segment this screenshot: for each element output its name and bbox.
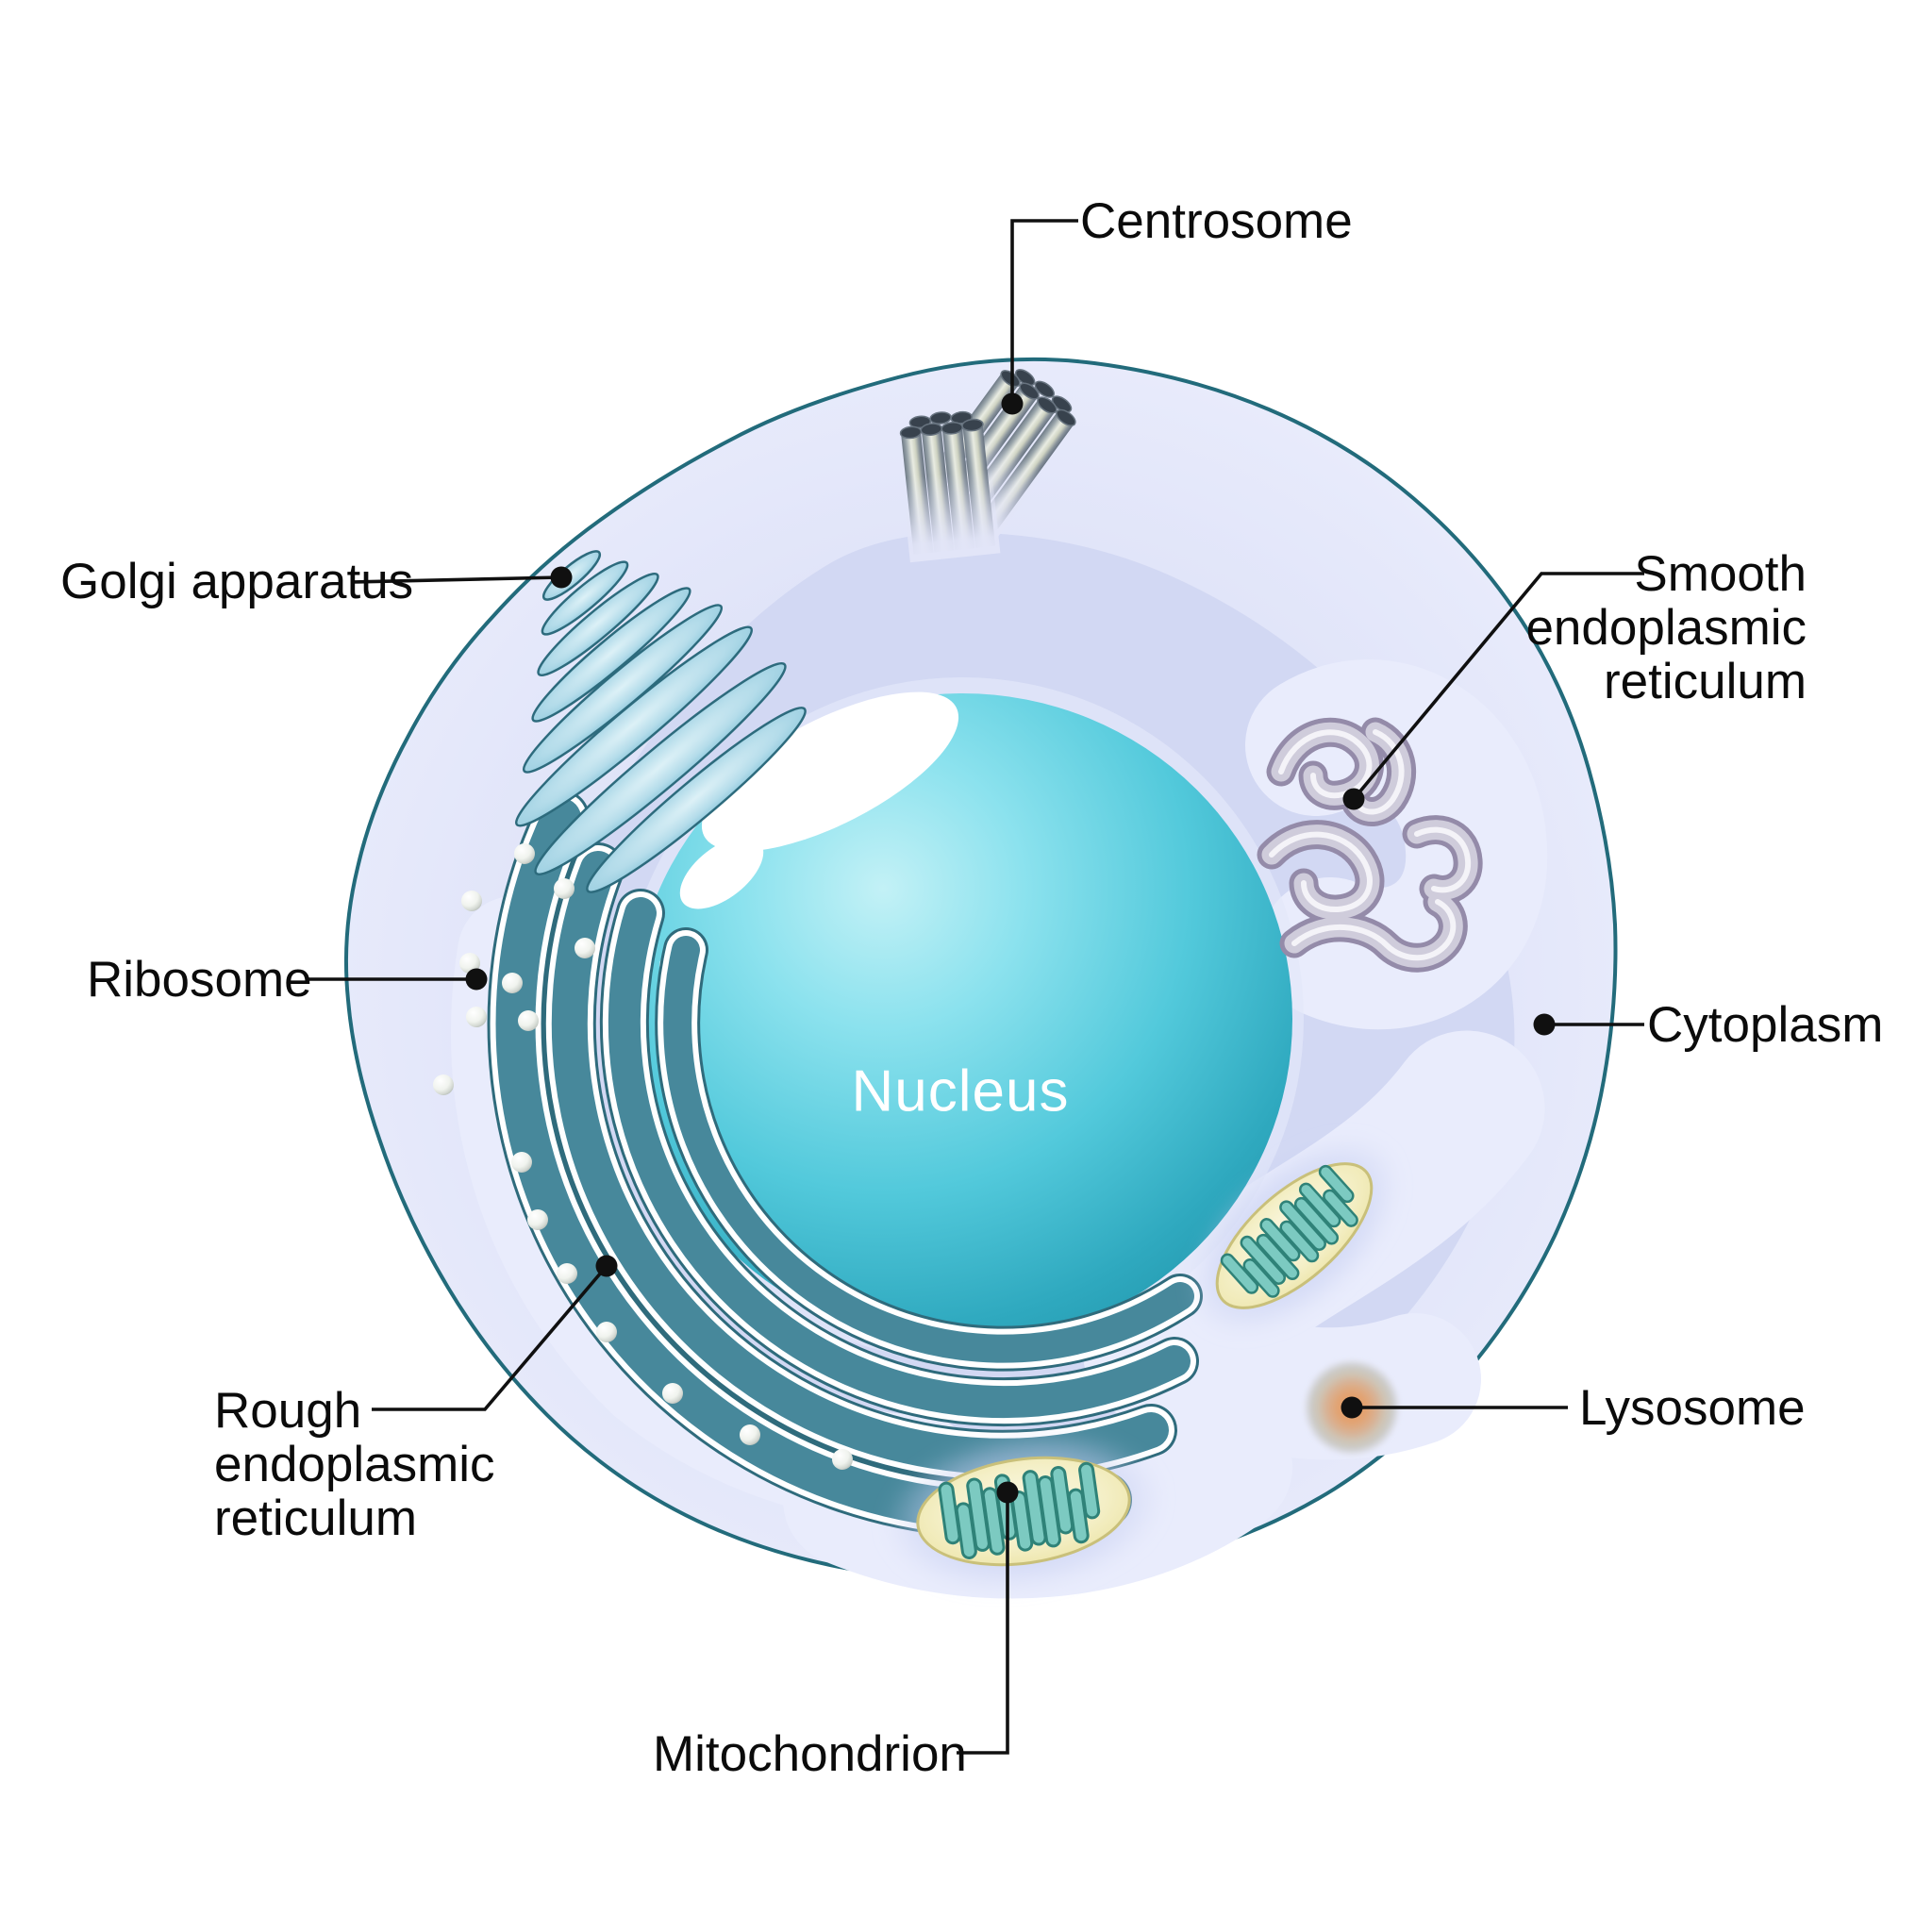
leader-dot <box>1001 392 1024 415</box>
leader-rough-er <box>372 1264 608 1411</box>
leader-dot <box>996 1481 1019 1504</box>
leader-smooth-er <box>1352 572 1644 801</box>
label-lysosome: Lysosome <box>1579 1380 1806 1436</box>
centriole <box>899 410 1001 563</box>
leader-dot <box>1342 788 1365 810</box>
label-smooth-er-line1: Smooth <box>1634 546 1807 602</box>
ribosome <box>557 1263 577 1284</box>
label-smooth-er: Smooth endoplasmic reticulum <box>1525 547 1807 708</box>
leader-dot <box>595 1255 618 1277</box>
leader-lines <box>307 219 1644 1755</box>
nucleus-highlight <box>701 691 959 852</box>
label-mitochondrion: Mitochondrion <box>653 1726 967 1782</box>
label-rough-er-line1: Rough <box>214 1383 362 1439</box>
ribosome <box>466 1007 487 1027</box>
ribosome <box>575 938 595 958</box>
leader-dot <box>1533 1013 1556 1036</box>
nucleus-highlight <box>679 836 764 909</box>
label-golgi-apparatus: Golgi apparatus <box>60 554 414 609</box>
leader-mitochondrion <box>957 1492 1009 1755</box>
label-ribosome: Ribosome <box>87 952 312 1008</box>
ribosome <box>518 1010 539 1031</box>
ribosome <box>740 1424 760 1445</box>
mitochondrion-2 <box>1188 1135 1401 1337</box>
leader-dot <box>465 968 488 991</box>
leader-golgi <box>350 575 562 584</box>
leader-centrosome <box>1010 219 1078 404</box>
ribosome <box>502 973 523 993</box>
ribosome <box>433 1074 454 1095</box>
leader-dot <box>1341 1396 1363 1419</box>
ribosomes <box>433 843 853 1470</box>
leader-dot <box>550 566 573 589</box>
label-cytoplasm: Cytoplasm <box>1647 997 1884 1053</box>
label-rough-er-line3: reticulum <box>214 1491 418 1546</box>
label-nucleus: Nucleus <box>851 1058 1070 1124</box>
label-rough-er-line2: endoplasmic <box>214 1437 495 1492</box>
ribosome <box>511 1152 532 1173</box>
ribosome <box>554 878 575 899</box>
golgi-apparatus <box>514 550 807 893</box>
nucleus <box>621 677 1304 1360</box>
ribosome <box>514 843 535 864</box>
label-rough-er: Rough endoplasmic reticulum <box>214 1384 495 1545</box>
ribosome <box>527 1209 548 1230</box>
ribosome <box>832 1449 853 1470</box>
label-smooth-er-line2: endoplasmic <box>1525 600 1807 656</box>
ribosome <box>662 1383 683 1404</box>
ribosome <box>459 953 480 974</box>
ribosome <box>596 1322 617 1342</box>
label-centrosome: Centrosome <box>1080 193 1353 249</box>
label-smooth-er-line3: reticulum <box>1603 654 1807 709</box>
ribosome <box>461 891 482 911</box>
mitochondrion-1 <box>882 1429 1165 1593</box>
centrosome <box>899 369 1076 563</box>
